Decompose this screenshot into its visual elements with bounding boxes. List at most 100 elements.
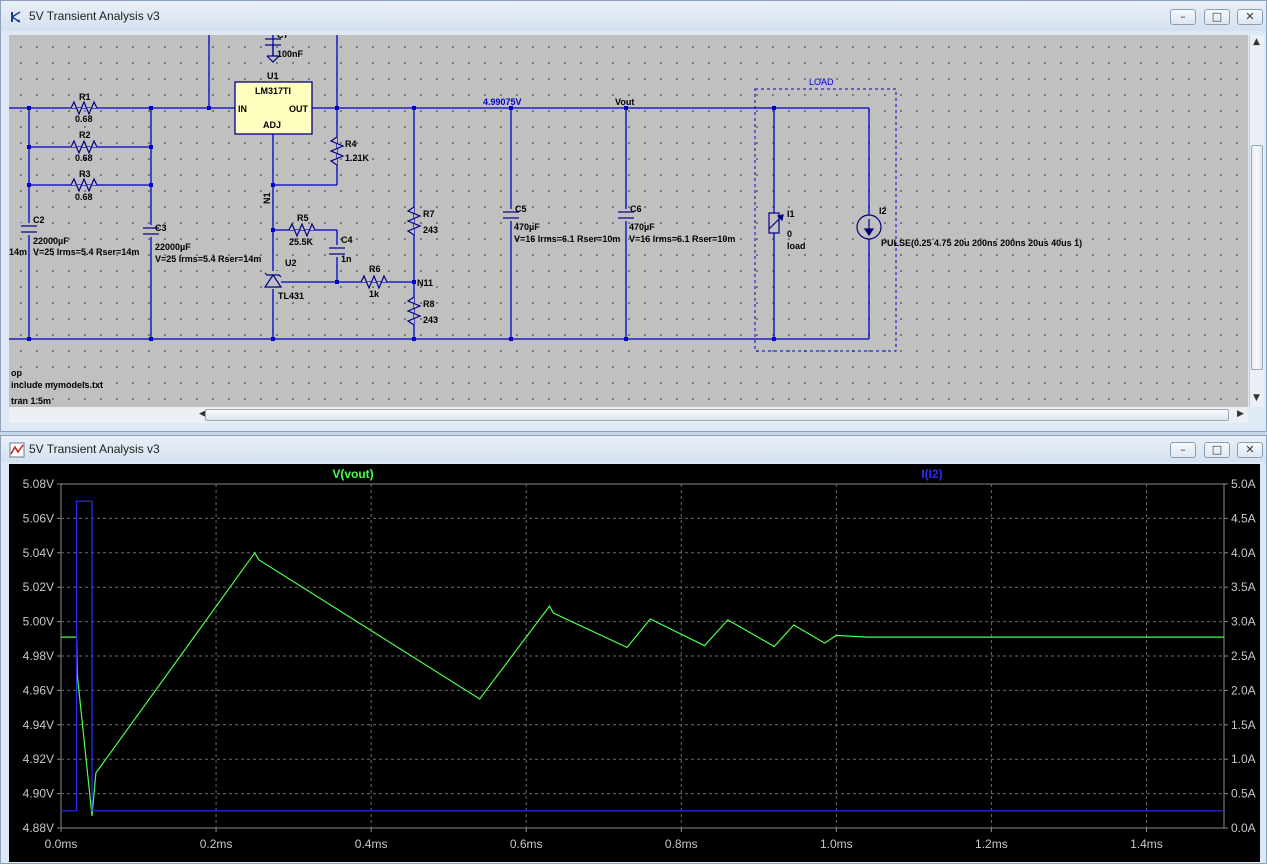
y-right-tick-label: 4.5A bbox=[1231, 511, 1256, 525]
i2-value: PULSE(0.25 4.75 20u 200ns 200ns 20us 40u… bbox=[881, 238, 1082, 248]
r4-label: R4 bbox=[345, 139, 357, 149]
c2-symbol bbox=[19, 223, 39, 235]
c3-params: V=25 Irms=5.4 Rser=14m bbox=[155, 254, 261, 264]
n11-net-label: N11 bbox=[417, 278, 433, 288]
waveform-titlebar[interactable]: 5V Transient Analysis v3 – □ ✕ bbox=[1, 436, 1266, 462]
schematic-vertical-scrollbar[interactable]: ▲ ▼ bbox=[1249, 35, 1264, 407]
y-left-tick-label: 5.08V bbox=[23, 477, 54, 491]
schematic-vertical-scroll-thumb[interactable] bbox=[1251, 145, 1263, 370]
x-tick-label: 0.6ms bbox=[510, 837, 543, 851]
c6-value: 470µF bbox=[629, 222, 655, 232]
r7-value: 243 bbox=[423, 225, 438, 235]
y-left-tick-label: 4.96V bbox=[23, 683, 54, 697]
r5-symbol bbox=[288, 222, 316, 238]
r5-value: 25.5K bbox=[289, 237, 314, 247]
scroll-down-arrow-icon[interactable]: ▼ bbox=[1253, 393, 1260, 403]
c5-symbol bbox=[501, 209, 521, 221]
maximize-button[interactable]: □ bbox=[1204, 9, 1230, 25]
u1-lm317-body[interactable] bbox=[234, 81, 313, 135]
y-left-tick-label: 4.88V bbox=[23, 821, 54, 835]
c2-params: V=25 Irms=5.4 Rser=14m bbox=[33, 247, 139, 257]
r4-symbol bbox=[329, 136, 345, 166]
c6-params: V=16 Irms=6.1 Rser=10m bbox=[629, 234, 735, 244]
u2-tl431-symbol bbox=[263, 271, 283, 289]
schematic-horizontal-scroll-thumb[interactable] bbox=[205, 409, 1229, 421]
y-left-tick-label: 4.98V bbox=[23, 649, 54, 663]
spice-include-directive[interactable]: include mymodels.txt bbox=[11, 380, 103, 390]
y-right-tick-label: 0.0A bbox=[1231, 821, 1256, 835]
c2-value: 22000µF bbox=[33, 236, 69, 246]
component-symbols bbox=[19, 38, 882, 326]
vout-op-voltage: 4.99075V bbox=[483, 97, 522, 107]
r2-label: R2 bbox=[79, 130, 91, 140]
y-left-tick-label: 4.92V bbox=[23, 752, 54, 766]
u2-label: U2 bbox=[285, 258, 297, 268]
r8-value: 243 bbox=[423, 315, 438, 325]
trace-label-i2[interactable]: I(I2) bbox=[921, 467, 942, 481]
y-right-tick-label: 0.5A bbox=[1231, 787, 1256, 801]
scroll-left-arrow-icon[interactable]: ◀ bbox=[199, 409, 206, 419]
vout-net-label: Vout bbox=[615, 97, 634, 107]
waveform-maximize-button[interactable]: □ bbox=[1204, 442, 1230, 458]
x-tick-label: 0.2ms bbox=[200, 837, 233, 851]
close-button[interactable]: ✕ bbox=[1237, 9, 1263, 25]
i2-current-trace[interactable] bbox=[61, 500, 1224, 812]
i2-source-symbol bbox=[856, 214, 882, 240]
u2-part: TL431 bbox=[278, 291, 304, 301]
junctions bbox=[27, 106, 776, 341]
r3-symbol bbox=[70, 177, 98, 193]
r7-symbol bbox=[406, 206, 422, 236]
c4-value: 1n bbox=[341, 254, 352, 264]
schematic-titlebar[interactable]: 5V Transient Analysis v3 – □ ✕ bbox=[1, 1, 1266, 31]
scroll-right-arrow-icon[interactable]: ▶ bbox=[1237, 409, 1244, 419]
r6-label: R6 bbox=[369, 264, 381, 274]
vout-voltage-trace[interactable] bbox=[61, 551, 1224, 817]
load-box-label: LOAD bbox=[809, 77, 834, 87]
r7-label: R7 bbox=[423, 209, 435, 219]
y-right-tick-label: 3.0A bbox=[1231, 615, 1256, 629]
x-tick-label: 1.4ms bbox=[1130, 837, 1163, 851]
scroll-up-arrow-icon[interactable]: ▲ bbox=[1253, 37, 1260, 47]
r8-label: R8 bbox=[423, 299, 435, 309]
plot-grid bbox=[60, 483, 1225, 829]
i1-load-label: load bbox=[787, 241, 806, 251]
c7-symbol bbox=[265, 38, 281, 63]
waveform-close-button[interactable]: ✕ bbox=[1237, 442, 1263, 458]
c5-params: V=16 Irms=6.1 Rser=10m bbox=[514, 234, 620, 244]
r5-label: R5 bbox=[297, 213, 309, 223]
schematic-canvas[interactable]: C7 100nF U1 LM317TI IN OUT ADJ R1 0.68 R… bbox=[9, 35, 1248, 407]
c7-value: 100nF bbox=[277, 49, 304, 59]
u1-pin-adj: ADJ bbox=[263, 120, 281, 130]
y-right-tick-label: 1.0A bbox=[1231, 752, 1256, 766]
y-left-tick-label: 5.04V bbox=[23, 546, 54, 560]
c7-label: C7 bbox=[277, 35, 289, 40]
trace-label-vout[interactable]: V(vout) bbox=[332, 467, 373, 481]
c3-symbol bbox=[141, 225, 161, 237]
x-tick-label: 0.8ms bbox=[665, 837, 698, 851]
r3-value: 0.68 bbox=[75, 192, 93, 202]
c3-value: 22000µF bbox=[155, 242, 191, 252]
c3-label: C3 bbox=[155, 223, 167, 233]
i1-label: I1 bbox=[787, 209, 795, 219]
waveform-icon bbox=[9, 442, 25, 458]
n1-net-label: N1 bbox=[262, 192, 272, 204]
c4-symbol bbox=[327, 245, 347, 257]
y-left-tick-label: 5.06V bbox=[23, 511, 54, 525]
schematic-window-title: 5V Transient Analysis v3 bbox=[29, 9, 160, 23]
y-right-tick-label: 3.5A bbox=[1231, 580, 1256, 594]
y-right-tick-label: 4.0A bbox=[1231, 546, 1256, 560]
r8-symbol bbox=[406, 296, 422, 326]
transistor-icon bbox=[11, 11, 21, 23]
minimize-button[interactable]: – bbox=[1170, 9, 1196, 25]
schematic-window: 5V Transient Analysis v3 – □ ✕ bbox=[0, 0, 1267, 432]
waveform-minimize-button[interactable]: – bbox=[1170, 442, 1196, 458]
r6-value: 1k bbox=[369, 289, 380, 299]
schematic-horizontal-scrollbar[interactable]: ◀ ▶ bbox=[9, 407, 1248, 423]
spice-tran-directive[interactable]: tran 1.5m bbox=[11, 396, 51, 406]
x-tick-label: 0.0ms bbox=[45, 837, 78, 851]
spice-op-directive[interactable]: op bbox=[11, 368, 22, 378]
r3-label: R3 bbox=[79, 169, 91, 179]
i1-source-symbol bbox=[768, 212, 784, 234]
